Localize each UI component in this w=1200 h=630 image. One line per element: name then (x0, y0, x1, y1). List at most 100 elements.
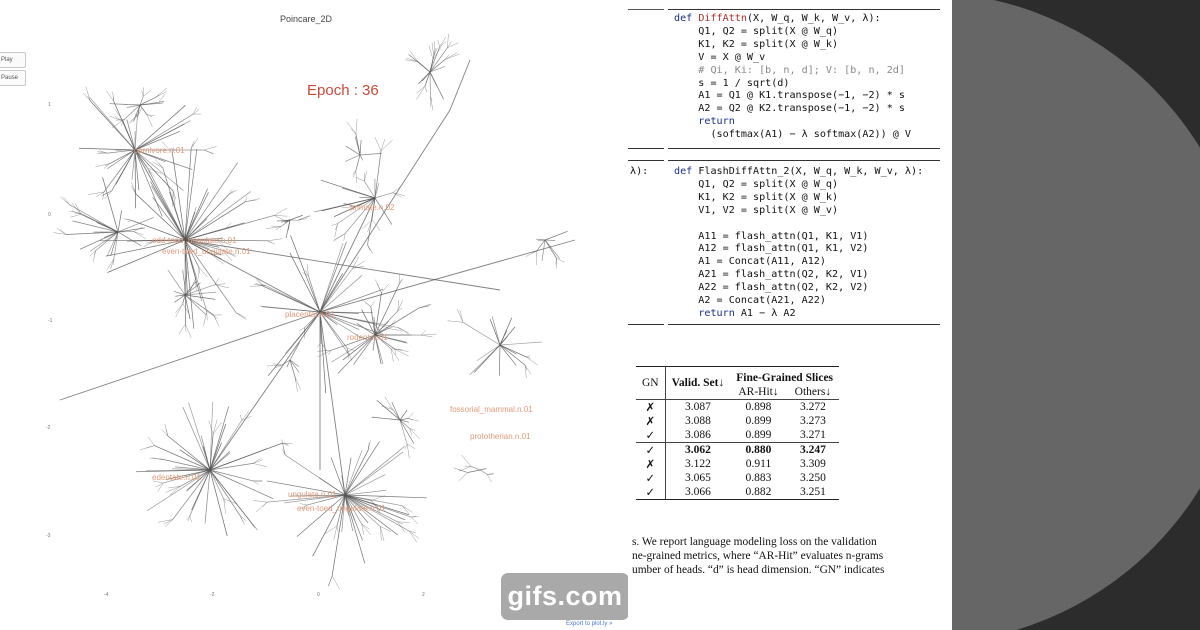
cell-others: 3.251 (786, 485, 840, 500)
graph-edge (184, 238, 223, 241)
graph-edge (185, 324, 187, 332)
graph-edge (298, 327, 305, 331)
graph-edge (499, 344, 526, 358)
graph-edge (253, 500, 267, 503)
gray-arc-shape (952, 0, 1200, 630)
graph-edge (387, 319, 396, 329)
graph-edge (184, 192, 209, 241)
graph-edge (556, 257, 565, 263)
node-label-edentate: edentate.n.01 (152, 473, 201, 482)
graph-edge (266, 494, 346, 503)
graph-edge (80, 213, 119, 233)
graph-edge (314, 197, 376, 213)
graph-edge (180, 469, 211, 487)
graph-edge (96, 191, 105, 198)
export-plotly-link[interactable]: Export to plot.ly » (566, 621, 613, 627)
graph-edge (289, 359, 300, 373)
code-line: A1 = Concat(A11, A12) (674, 256, 826, 268)
graph-edge (126, 218, 132, 221)
graph-edge (209, 469, 241, 516)
graph-edge (190, 278, 196, 291)
graph-edge (165, 519, 173, 528)
cell-value: 3.251 (799, 486, 826, 498)
cell-value: 3.247 (799, 444, 826, 456)
graph-edge (411, 516, 419, 518)
graph-edge (409, 428, 420, 440)
graph-edge (184, 148, 198, 241)
code-fragment-prefix: λ): (630, 166, 649, 177)
graph-edge (140, 445, 155, 451)
graph-edge (172, 147, 174, 154)
graph-edge (209, 442, 283, 471)
graph-edge (139, 97, 156, 106)
play-button[interactable]: Play (0, 52, 26, 68)
graph-edge (158, 162, 164, 169)
graph-edge (209, 423, 227, 471)
code-keyword: return (698, 307, 735, 319)
graph-edge (341, 475, 346, 496)
graph-edge (319, 311, 360, 337)
graph-edge (330, 334, 376, 351)
graph-edge (106, 90, 114, 102)
graph-edge (373, 316, 376, 336)
code-line: return (674, 116, 735, 128)
graph-edge (344, 494, 372, 501)
graph-edge (111, 118, 125, 129)
graph-edge (213, 314, 216, 320)
graph-edge (290, 235, 321, 313)
cell-value: ✓ (645, 487, 656, 499)
graph-edge (458, 472, 468, 482)
graph-edge (147, 167, 150, 174)
graph-edge (209, 402, 214, 471)
graph-edge (280, 219, 291, 227)
graph-edge (397, 300, 400, 311)
graph-edge (184, 191, 251, 241)
graph-edge (437, 40, 440, 47)
graph-edge (470, 466, 481, 471)
graph-edge (101, 190, 112, 197)
graph-edge (137, 104, 141, 115)
graph-edge (253, 480, 260, 485)
graph-edge (192, 107, 197, 115)
node-label-primate: primate.n.02 (350, 203, 395, 212)
graph-edge (319, 311, 346, 496)
graph-edge (182, 406, 211, 471)
gray-circle (952, 0, 1200, 630)
graph-edge (344, 494, 398, 523)
graph-edge (384, 396, 394, 410)
cell-others: 3.309 (787, 457, 839, 471)
graph-edge (209, 450, 230, 471)
graph-edge (184, 228, 226, 241)
graph-edge (172, 190, 176, 206)
graph-edge (95, 163, 111, 168)
graph-edge (117, 231, 142, 247)
y-tick: -1 (48, 318, 53, 324)
graph-edge (241, 411, 249, 421)
graph-edge (304, 311, 321, 328)
graph-edge (184, 284, 215, 296)
graph-edge (424, 71, 431, 87)
code-line: A11 = flash_attn(Q1, K1, V1) (674, 230, 869, 242)
graph-edge (112, 91, 115, 102)
graph-edge (167, 435, 211, 471)
graph-edge (184, 294, 216, 300)
graph-edge (420, 334, 433, 338)
pause-button[interactable]: Pause (0, 70, 26, 86)
code-line: def FlashDiffAttn_2(X, W_q, W_k, W_v, λ)… (674, 166, 924, 177)
graph-edge (361, 523, 365, 535)
cell-ar-hit: 0.899 (730, 428, 786, 443)
graph-edge (134, 149, 186, 241)
graph-edge (432, 46, 442, 60)
graph-edge (124, 104, 141, 120)
graph-edge (253, 480, 263, 482)
graph-edge (319, 197, 376, 313)
graph-edge (306, 494, 346, 506)
graph-edge (373, 323, 384, 336)
graph-edge (399, 419, 410, 423)
graph-edge (184, 147, 192, 241)
graph-edge (146, 114, 153, 117)
graph-edge (74, 203, 81, 214)
graph-edge (537, 239, 546, 242)
